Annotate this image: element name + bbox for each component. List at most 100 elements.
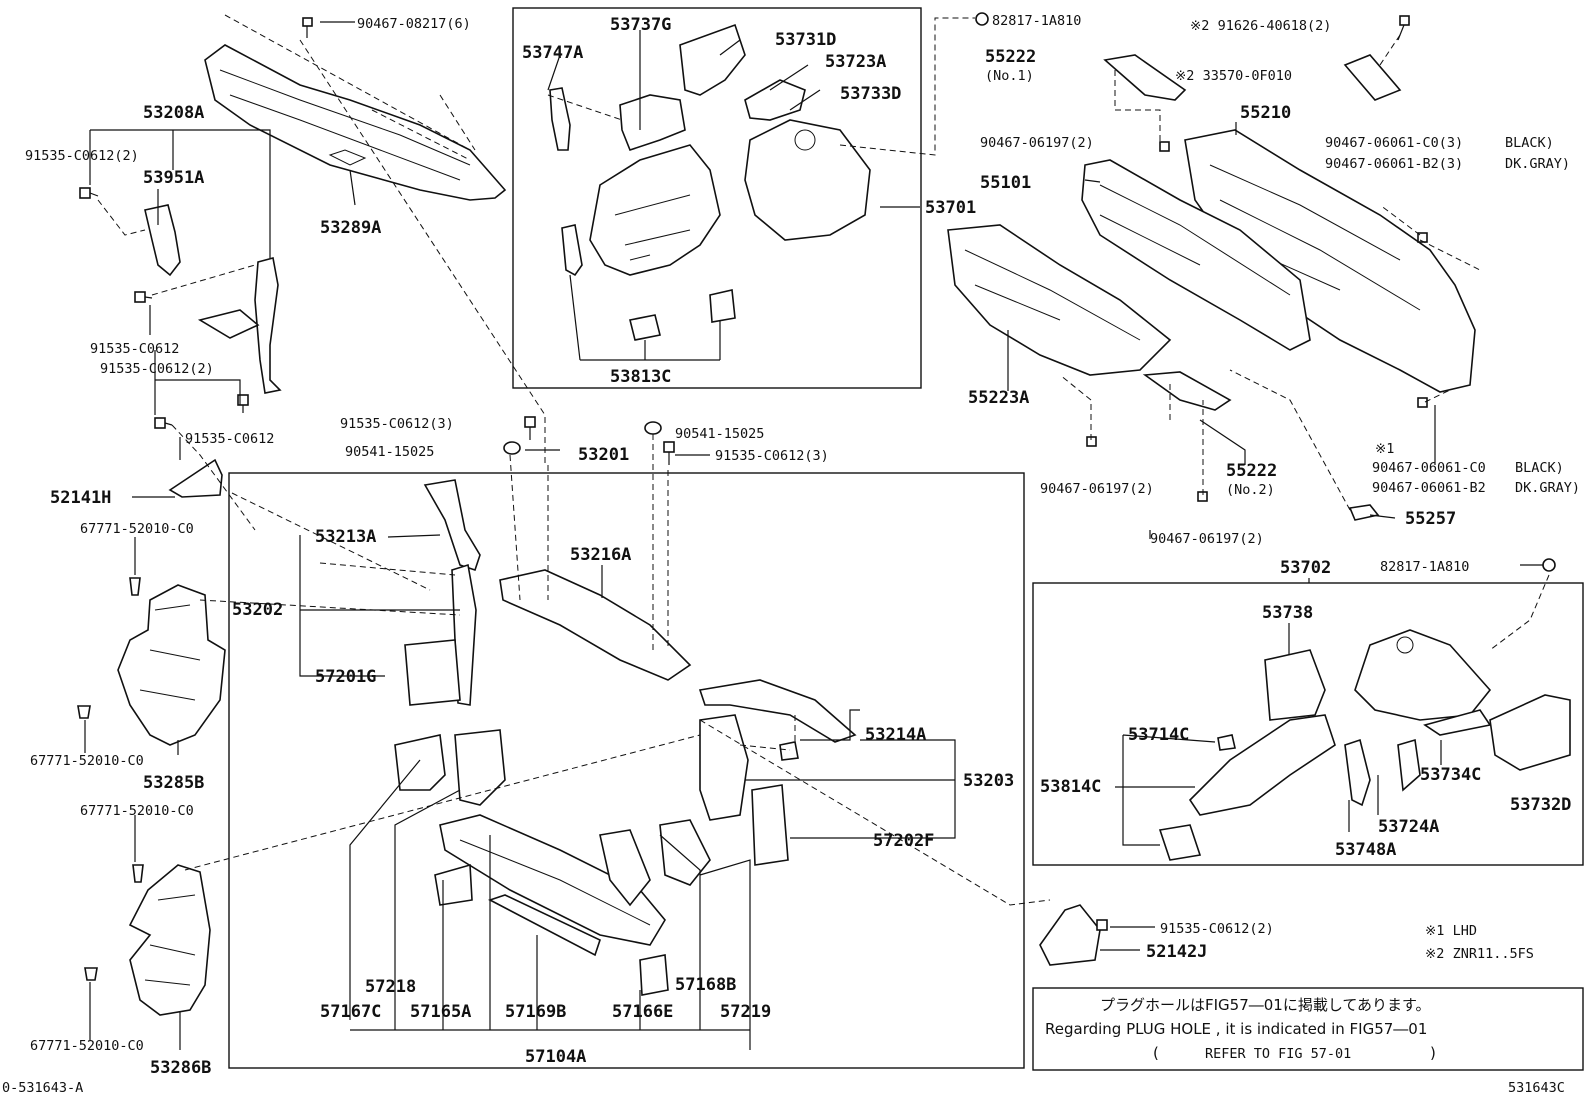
part-label: 53213A <box>315 527 376 547</box>
part-label: 53285B <box>143 773 204 793</box>
leader-line <box>745 709 956 839</box>
leader-line <box>149 305 241 415</box>
part-label: 53733D <box>840 84 901 104</box>
part-label: 91535-C0612(3) <box>715 448 829 464</box>
part-label: 55222 <box>985 47 1036 67</box>
part-label: 53747A <box>522 43 583 63</box>
assembly-line <box>1379 204 1481 271</box>
legend-lhd: ※1 LHD <box>1425 923 1477 939</box>
brace-small-shape <box>197 309 260 339</box>
group-box-53702 <box>1032 582 1584 866</box>
part-label: 55257 <box>1405 509 1456 529</box>
apron-right-shape <box>744 119 871 241</box>
part-label: DK.GRAY) <box>1515 480 1580 496</box>
part-label: 53737G <box>610 15 671 35</box>
leader-line <box>1115 623 1442 846</box>
bolt-icon <box>663 441 675 465</box>
figure-id-left: 0-531643-A <box>2 1080 83 1096</box>
bolt-icon <box>79 187 99 199</box>
member-53216A-shape <box>499 569 692 681</box>
bracket-57166E-shape <box>599 829 651 907</box>
panel-53731D-shape <box>679 23 746 96</box>
note-paren-close: ) <box>1430 1044 1436 1062</box>
bracket-53748A-shape <box>1344 738 1371 807</box>
part-label: (No.1) <box>985 68 1034 84</box>
legend-model: ※2 ZNR11..5FS <box>1425 946 1534 962</box>
leader-line <box>349 169 356 206</box>
strip-57169B-shape <box>487 894 601 957</box>
crossmember-57104A-shape <box>439 814 666 946</box>
bolt-icon <box>1397 15 1410 41</box>
assembly-line <box>184 599 701 871</box>
part-label: 55222 <box>1226 461 1277 481</box>
part-label: 82817-1A810 <box>992 13 1081 29</box>
leader-line <box>299 534 460 677</box>
bracket-53724A-shape <box>1397 738 1421 792</box>
bracket-53813C-inner-shape <box>1158 824 1202 861</box>
part-label: 53724A <box>1378 817 1439 837</box>
part-label: 57165A <box>410 1002 471 1022</box>
part-label: 67771-52010-C0 <box>30 1038 144 1054</box>
clip-55257-shape <box>1348 504 1380 521</box>
part-label: 91535-C0612(2) <box>1160 921 1274 937</box>
clip-icon <box>129 577 141 596</box>
part-label: 57167C <box>320 1002 381 1022</box>
part-label: 90541-15025 <box>675 426 764 442</box>
bolt-icon <box>302 17 313 38</box>
part-label: 53814C <box>1040 777 1101 797</box>
part-label: 57219 <box>720 1002 771 1022</box>
bracket-57165A-shape <box>434 863 473 906</box>
part-label: 53738 <box>1262 603 1313 623</box>
figure-id-right: 531643C <box>1508 1080 1565 1096</box>
part-label: 57218 <box>365 977 416 997</box>
part-label: 91535-C0612 <box>90 341 179 357</box>
leader-line <box>1007 330 1246 465</box>
part-label: 90467-06197(2) <box>980 135 1094 151</box>
bolt-icon <box>1159 141 1170 152</box>
bolt-icon <box>524 416 536 440</box>
part-label: 55101 <box>980 173 1031 193</box>
part-label: 53813C <box>610 367 671 387</box>
part-label: BLACK) <box>1515 460 1564 476</box>
part-label: 90541-15025 <box>345 444 434 460</box>
pad-53214A-shape <box>779 741 799 761</box>
bracket-57218-shape <box>394 734 446 791</box>
bracket-52142J-shape <box>1039 904 1101 966</box>
part-label: ※1 <box>1375 441 1394 457</box>
strip-left-shape <box>561 224 583 277</box>
assembly-line <box>699 719 1051 906</box>
assembly-line <box>1489 574 1550 651</box>
note-box <box>1032 987 1584 1071</box>
grommet-icon <box>503 441 521 455</box>
part-label: 53734C <box>1420 765 1481 785</box>
panel-53285B-shape <box>117 584 226 746</box>
part-label: 90467-06061-C0 <box>1372 460 1486 476</box>
part-label: 57166E <box>612 1002 673 1022</box>
part-label: 90467-08217(6) <box>357 16 471 32</box>
part-label: 82817-1A810 <box>1380 559 1469 575</box>
grommet-icon <box>644 421 662 435</box>
part-label: 91535-C0612 <box>185 431 274 447</box>
part-label: 91535-C0612(3) <box>340 416 454 432</box>
bolt-icon <box>237 394 249 413</box>
panel-53286B-shape <box>128 864 211 1016</box>
clip-icon <box>77 705 91 719</box>
part-label: (No.2) <box>1226 482 1275 498</box>
leader-line <box>132 437 181 498</box>
member-53214A-shape <box>698 679 857 743</box>
part-label: 90467-06197(2) <box>1040 481 1154 497</box>
part-label: 57169B <box>505 1002 566 1022</box>
panel-53813C-b-shape <box>709 289 736 323</box>
part-label: 91535-C0612(2) <box>100 361 214 377</box>
leader-line <box>525 449 710 456</box>
part-label: 52141H <box>50 488 111 508</box>
bracket-55222-2-shape <box>1142 371 1232 411</box>
assembly-line <box>509 434 669 650</box>
assembly-line <box>1229 369 1451 511</box>
note-english: Regarding PLUG HOLE , it is indicated in… <box>1045 1020 1427 1038</box>
part-label: 90467-06197(2) <box>1150 531 1264 547</box>
brace-53208A-shape <box>254 257 282 394</box>
part-label: 90467-06061-C0(3) <box>1325 135 1463 151</box>
bolt-icon <box>134 291 153 303</box>
part-label: 67771-52010-C0 <box>30 753 144 769</box>
